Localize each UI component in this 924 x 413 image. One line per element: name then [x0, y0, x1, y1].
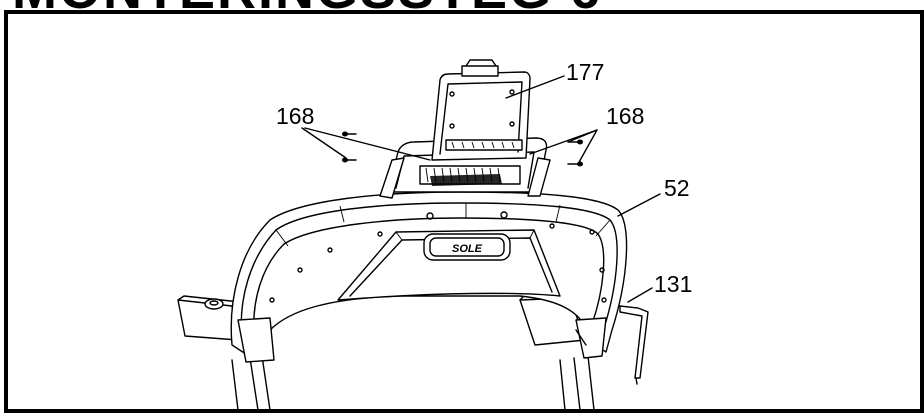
console-bracket	[379, 137, 551, 199]
callout-131: 131	[654, 271, 692, 297]
screws-right	[567, 139, 583, 167]
uprights	[231, 355, 595, 411]
callout-168-left: 168	[276, 103, 314, 129]
allen-key	[619, 305, 649, 385]
logo-text: SOLE	[452, 243, 483, 255]
screws-left	[342, 131, 357, 163]
leader-lines	[301, 75, 661, 303]
callout-52: 52	[664, 175, 690, 201]
callout-177: 177	[566, 59, 604, 85]
callout-168-right: 168	[606, 103, 644, 129]
diagram-frame	[4, 10, 924, 413]
sole-logo: SOLE	[423, 233, 511, 261]
display-mount	[431, 59, 531, 161]
